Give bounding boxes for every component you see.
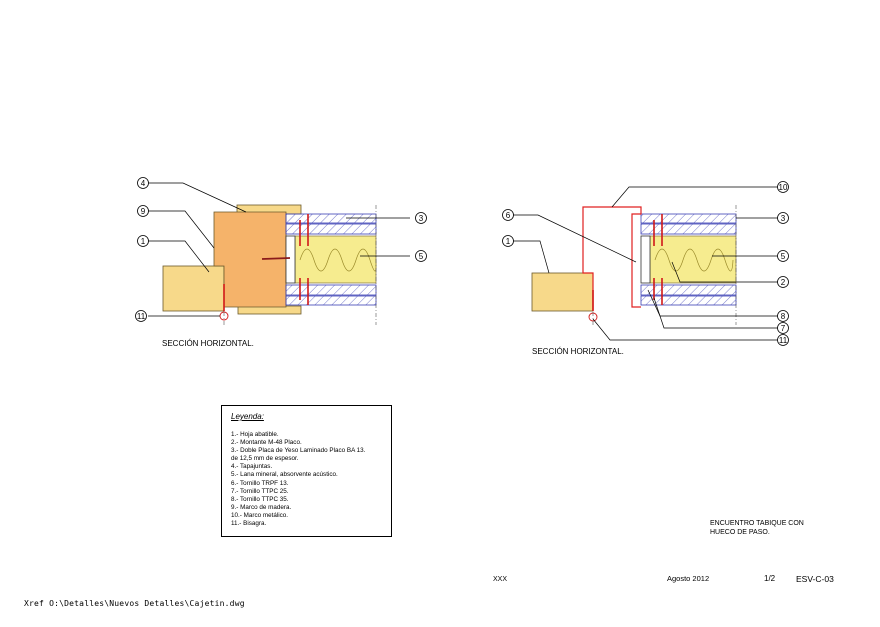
- left-section-detail: 4 9 1 11 3 5: [135, 177, 427, 325]
- callout-7: 7: [781, 324, 786, 333]
- callout-1: 1: [506, 237, 511, 246]
- left-callouts: 4 9 1 11 3 5: [135, 177, 427, 322]
- legend-item: 6.- Tornillo TRPF 13.: [231, 479, 289, 487]
- legend-title: Leyenda:: [231, 412, 264, 421]
- board-bottom-2: [640, 295, 737, 306]
- right-section-detail: 6 1 11 10 3 5 2 8 7: [502, 181, 789, 346]
- project-code: XXX: [493, 576, 508, 583]
- drawing-date: Agosto 2012: [667, 574, 710, 583]
- legend-item: 7.- Tornillo TTPC 25.: [231, 487, 289, 495]
- mineral-wool: [649, 235, 737, 284]
- legend-box: Leyenda: 1.- Hoja abatible. 2.- Montante…: [221, 405, 392, 537]
- stud-profile: [285, 235, 296, 284]
- legend-item: 1.- Hoja abatible.: [231, 431, 279, 438]
- stud-profile: [640, 235, 651, 284]
- callout-2: 2: [781, 278, 786, 287]
- legend-item: 5.- Lana mineral, absorvente acústico.: [231, 471, 338, 479]
- drawing-code: ESV-C-03: [796, 574, 834, 584]
- right-callouts: 6 1 11 10 3 5 2 8 7: [502, 181, 789, 346]
- legend-item: 3.- Doble Placa de Yeso Laminado Placo B…: [231, 447, 366, 455]
- left-caption: SECCIÓN HORIZONTAL.: [162, 339, 254, 348]
- callout-5: 5: [781, 252, 786, 261]
- board-bottom: [640, 284, 737, 296]
- description-line-1: ENCUENTRO TABIQUE CON: [710, 520, 804, 527]
- metal-frame: [582, 206, 642, 310]
- board-top: [285, 213, 377, 224]
- mineral-wool-curls: [299, 248, 377, 272]
- callout-3: 3: [419, 214, 424, 223]
- board-bottom-2: [285, 295, 377, 306]
- legend-item: 11.- Bisagra.: [231, 520, 267, 528]
- mineral-wool-curls: [654, 248, 734, 272]
- legend-item: 9.- Marco de madera.: [231, 503, 292, 511]
- callout-3: 3: [781, 214, 786, 223]
- callout-9: 9: [141, 207, 146, 216]
- door-leaf: [162, 265, 225, 312]
- door-leaf: [531, 272, 594, 312]
- right-caption: SECCIÓN HORIZONTAL.: [532, 347, 624, 356]
- legend-item: 8.- Tornillo TTPC 35.: [231, 495, 289, 503]
- board-top: [640, 213, 737, 224]
- callout-1: 1: [141, 237, 146, 246]
- board-top-2: [640, 223, 737, 235]
- callout-5: 5: [419, 252, 424, 261]
- callout-11: 11: [137, 312, 146, 321]
- callout-8: 8: [781, 312, 786, 321]
- legend-list: 1.- Hoja abatible. 2.- Montante M-48 Pla…: [231, 431, 365, 528]
- callout-11: 11: [779, 336, 788, 345]
- sheet-number: 1/2: [764, 574, 776, 583]
- callout-6: 6: [506, 211, 511, 220]
- callout-4: 4: [141, 179, 146, 188]
- mineral-wool: [294, 235, 377, 284]
- xref-path: Xref O:\Detalles\Nuevos Detalles\Cajetin…: [24, 599, 245, 608]
- legend-item: 2.- Montante M-48 Placo.: [231, 439, 302, 447]
- callout-10: 10: [779, 183, 788, 192]
- legend-item: 10.- Marco metálico.: [231, 511, 289, 519]
- description-line-2: HUECO DE PASO.: [710, 529, 770, 536]
- frame-screw: [261, 257, 291, 260]
- legend-item: de 12,5 mm de espesor.: [231, 455, 299, 463]
- legend-item: 4.- Tapajuntas.: [231, 463, 273, 471]
